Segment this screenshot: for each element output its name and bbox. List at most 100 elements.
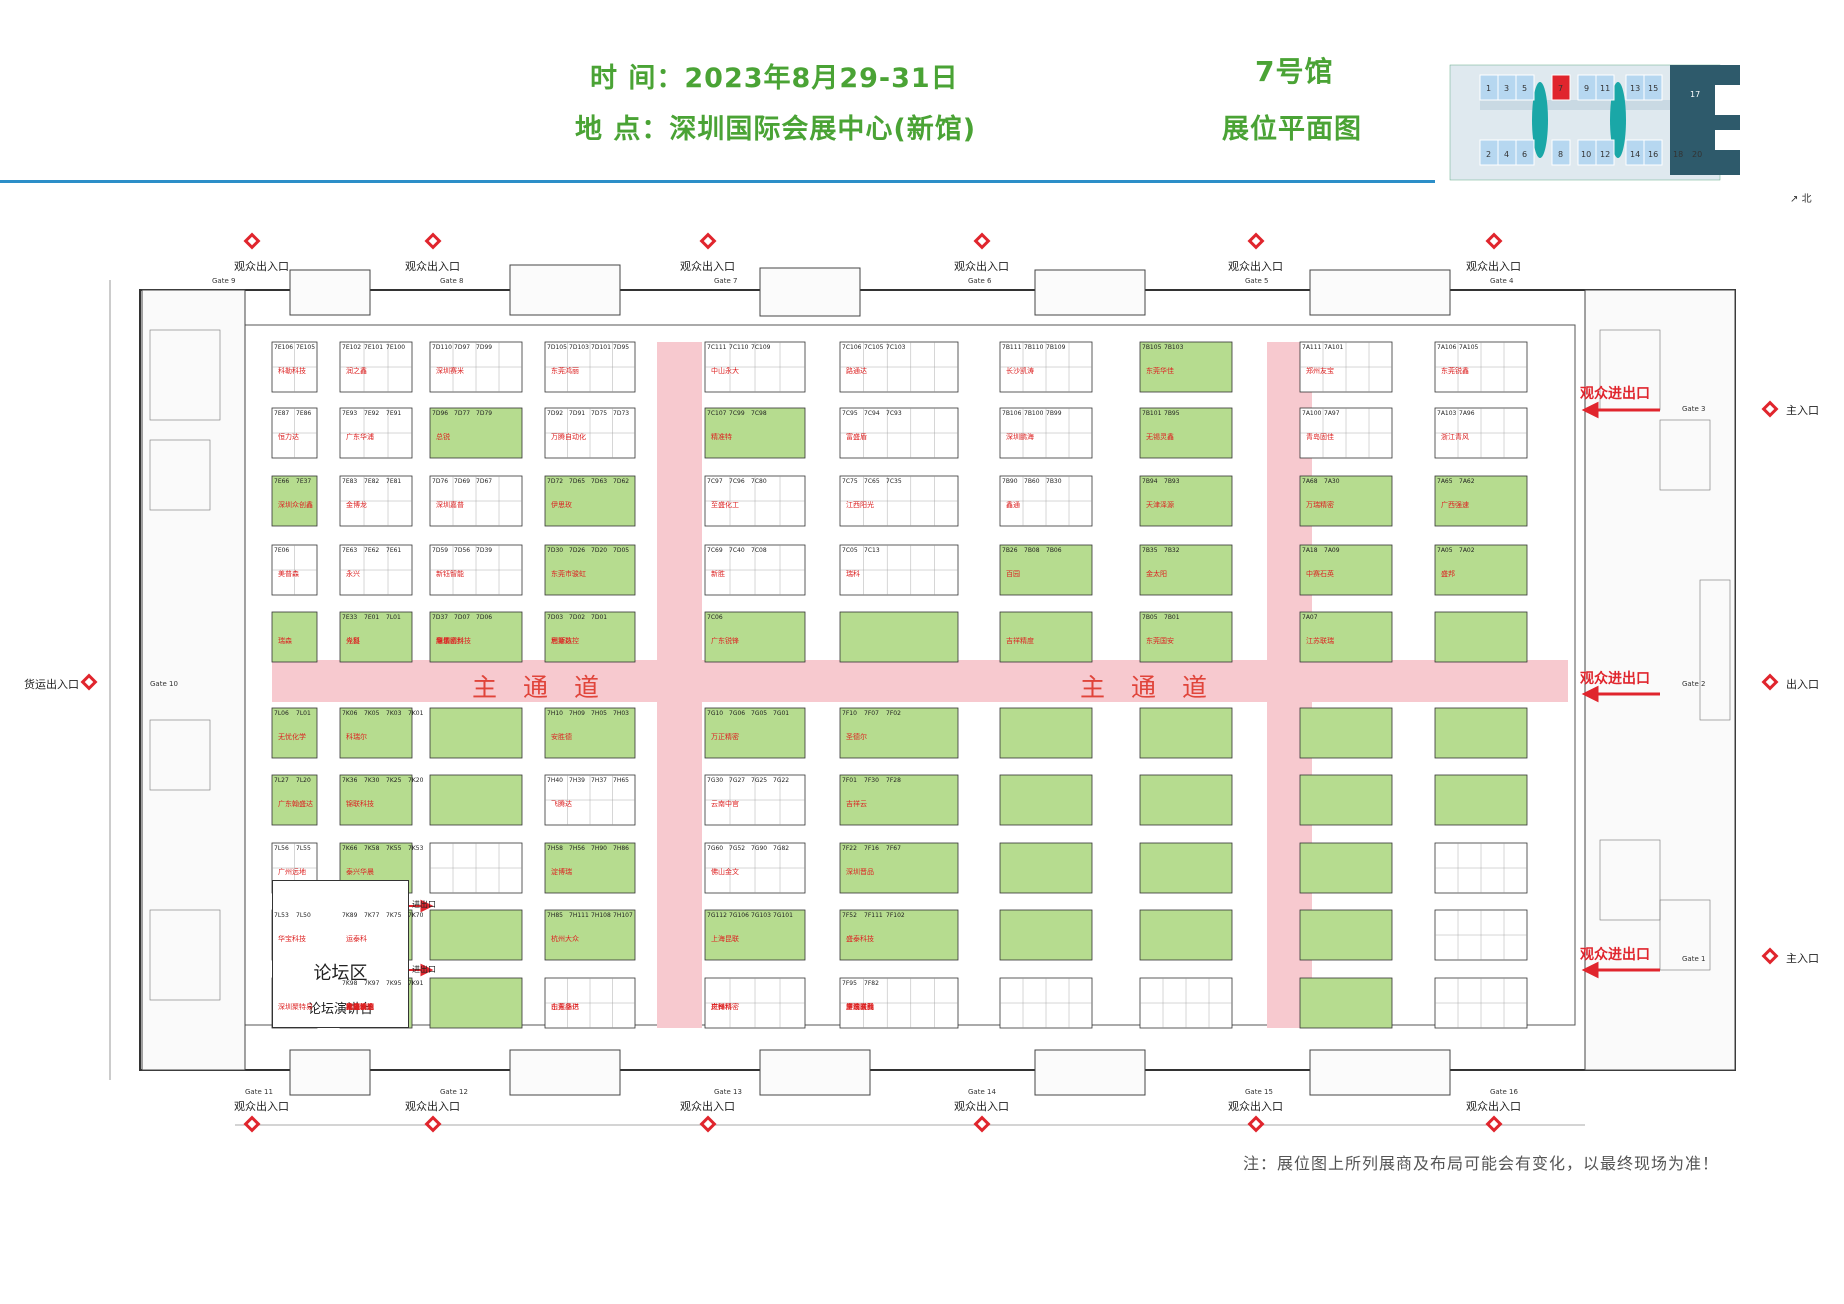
entrance-bottom-6: 观众出入口 <box>1466 1100 1521 1113</box>
exhibitor-name: 总锐 <box>436 433 450 441</box>
exhibitor-name: 东莞华佳 <box>1146 367 1174 375</box>
booth-code: 7G103 <box>751 912 771 919</box>
booth-code: 7D79 <box>476 410 493 417</box>
exhibitor-name: 东莞锐鑫 <box>1441 367 1469 375</box>
booth-code: 7D05 <box>613 547 630 554</box>
exhibitor-name: 无忧化学 <box>278 733 306 741</box>
booth-code: 7C96 <box>729 478 745 485</box>
booth-code: 7D39 <box>476 547 493 554</box>
booth-code: 7E63 <box>342 547 358 554</box>
gate-3: Gate 3 <box>1682 405 1706 413</box>
north-booth-block <box>1139 475 1233 527</box>
south-booth-block <box>704 909 806 961</box>
exhibitor-name: 精航智能 <box>346 1003 374 1011</box>
gate-7: Gate 7 <box>714 277 738 285</box>
booth-code: 7D95 <box>613 344 630 351</box>
booth-code: 7H09 <box>569 710 585 717</box>
svg-text:5: 5 <box>1522 84 1527 93</box>
booth-code: 7E81 <box>386 478 402 485</box>
booth-code: 7D67 <box>476 478 493 485</box>
booth-code: 7B109 <box>1046 344 1066 351</box>
exhibitor-name: 厦门凯腾 <box>846 1003 874 1011</box>
gate-14: Gate 14 <box>968 1088 996 1096</box>
north-booth-block <box>1139 407 1233 459</box>
booth-code: 7H58 <box>547 845 563 852</box>
booth-code: 7H65 <box>613 777 629 784</box>
booth-code: 7H10 <box>547 710 563 717</box>
exhibitor-name: 广东华浦 <box>346 433 374 441</box>
booth-code: 7B30 <box>1046 478 1062 485</box>
south-booth-block <box>271 707 318 759</box>
booth-code: 7H40 <box>547 777 563 784</box>
exhibitor-name: 深圳赛米 <box>436 367 464 375</box>
south-booth-block <box>999 707 1093 759</box>
booth-code: 7D75 <box>591 410 608 417</box>
forum-zone: 论坛区 论坛演讲台 <box>272 880 409 1028</box>
north-booth-block <box>429 407 523 459</box>
exhibitor-name: 上海钢丽 <box>346 1003 374 1011</box>
south-booth-block <box>839 707 959 759</box>
booth-code: 7K98 <box>342 980 358 987</box>
exhibitor-name: 盛邦 <box>1441 570 1455 578</box>
booth-code: 7K91 <box>408 980 424 987</box>
entrance-top-3: 观众出入口 <box>680 260 735 273</box>
booth-code: 7H108 <box>591 912 611 919</box>
event-venue: 地 点：深圳国际会展中心(新馆) <box>575 114 977 145</box>
booth-code: 7F52 <box>842 912 857 919</box>
exhibitor-name: 进科 <box>711 1003 725 1011</box>
booth-code: 7K20 <box>408 777 424 784</box>
booth-code: 7A101 <box>1324 344 1344 351</box>
booth-code: 7K58 <box>364 845 380 852</box>
booth-code: 7C13 <box>864 547 880 554</box>
booth-code: 7K05 <box>364 710 380 717</box>
booth-code: 7G10 <box>707 710 724 717</box>
booth-code: 7E37 <box>296 478 312 485</box>
exhibitor-name: 金博龙 <box>346 501 367 509</box>
main-entrance-lower: 主入口 <box>1786 952 1819 965</box>
gate-15: Gate 15 <box>1245 1088 1273 1096</box>
svg-text:13: 13 <box>1630 84 1640 93</box>
booth-code: 7A103 <box>1437 410 1457 417</box>
booth-code: 7G90 <box>751 845 768 852</box>
booth-code: 7B35 <box>1142 547 1158 554</box>
booth-code: 7F02 <box>886 710 901 717</box>
exhibitor-name: 至盛化工 <box>711 501 739 509</box>
booth-code: 7C35 <box>886 478 902 485</box>
north-booth-block <box>1434 611 1528 663</box>
svg-text:4: 4 <box>1504 150 1509 159</box>
south-booth-block <box>704 707 806 759</box>
north-booth-block <box>1434 544 1528 596</box>
booth-code: 7B101 <box>1142 410 1162 417</box>
booth-code: 7D91 <box>569 410 586 417</box>
booth-code: 7E93 <box>342 410 358 417</box>
exhibitor-name: 东莞鸿丽 <box>551 367 579 375</box>
exhibitor-name: 圣德尔 <box>846 733 867 741</box>
entrance-bottom-3: 观众出入口 <box>680 1100 735 1113</box>
booth-code: 7L01 <box>296 710 311 717</box>
exhibitor-name: 广州远地 <box>278 868 306 876</box>
entrance-bottom-2: 观众出入口 <box>405 1100 460 1113</box>
svg-text:20: 20 <box>1692 150 1702 159</box>
exhibitor-name: 伊思玫 <box>551 501 572 509</box>
south-booth-block <box>839 774 959 826</box>
south-booth-block <box>544 707 636 759</box>
booth-code: 7D96 <box>432 410 449 417</box>
booth-code: 7D77 <box>454 410 471 417</box>
exhibitor-name: 路通达 <box>846 367 867 375</box>
booth-code: 7D92 <box>547 410 564 417</box>
booth-code: 7A105 <box>1459 344 1479 351</box>
booth-code: 7B93 <box>1164 478 1180 485</box>
exhibitor-name: 吉祥精度 <box>1006 637 1034 645</box>
exhibitor-name: 东莞国安 <box>1146 637 1174 645</box>
exhibitor-name: 广东联科 <box>846 1003 874 1011</box>
north-booth-block <box>429 611 523 663</box>
audience-inout-lower: 观众进出口 <box>1580 947 1650 963</box>
south-booth-block <box>839 842 959 894</box>
booth-code: 7K36 <box>342 777 358 784</box>
exhibitor-name: 运泰科 <box>346 935 367 943</box>
booth-code: 7H56 <box>569 845 585 852</box>
booth-code: 7K70 <box>408 912 424 919</box>
south-booth-block <box>544 842 636 894</box>
booth-code: 7K25 <box>386 777 402 784</box>
booth-code: 7G22 <box>773 777 790 784</box>
